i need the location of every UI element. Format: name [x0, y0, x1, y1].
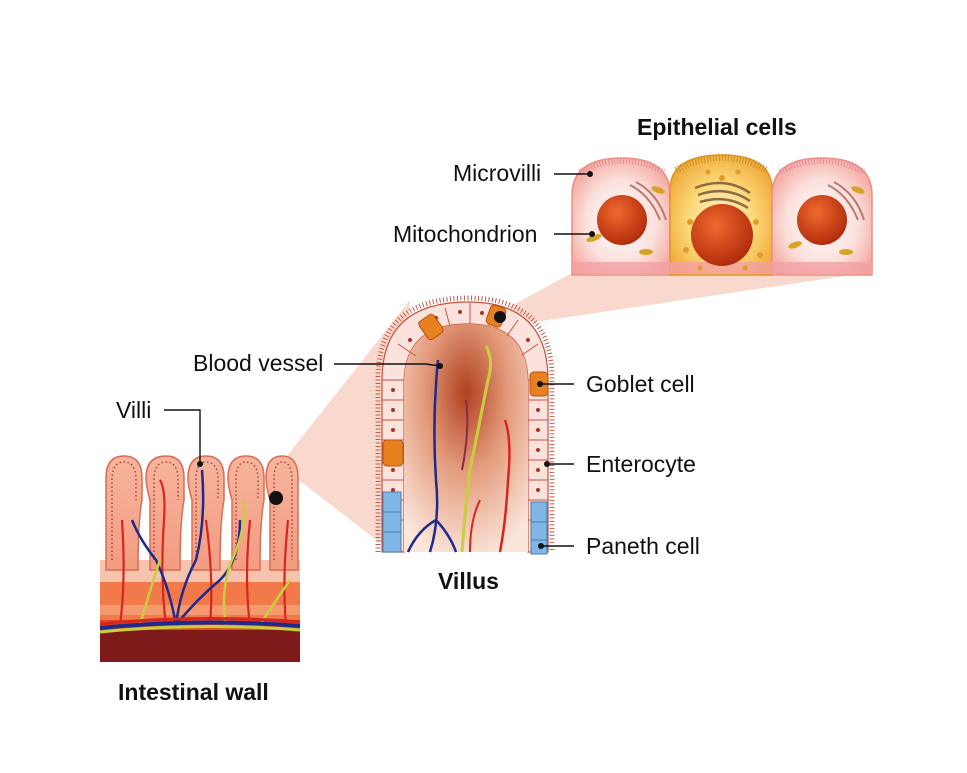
intestinal-wall-illustration: [99, 455, 301, 662]
mitochondrion-icon: [586, 234, 602, 242]
title-villus: Villus: [438, 568, 499, 594]
villus-nerve: [460, 345, 493, 553]
title-intestinal-wall: Intestinal wall: [118, 679, 269, 705]
label-mitochondrion: Mitochondrion: [393, 221, 538, 247]
label-enterocyte: Enterocyte: [586, 451, 696, 477]
microvilli-brush-right: [778, 158, 866, 175]
villus-tip-marker: [494, 311, 506, 323]
zoom-connector-epithelial: [496, 272, 872, 326]
epithelial-cells-panel: [571, 154, 873, 276]
villus-brush-border: [375, 295, 555, 552]
label-goblet-cell: Goblet cell: [586, 371, 695, 397]
nucleus-left: [597, 195, 647, 245]
villus-vein: [428, 359, 440, 553]
microvilli-brush-left: [578, 158, 666, 175]
microvilli-brush-middle: [674, 154, 768, 174]
label-blood-vessel: Blood vessel: [193, 350, 324, 376]
nucleus-middle: [691, 204, 753, 266]
label-paneth-cell: Paneth cell: [586, 533, 700, 559]
nucleus-right: [797, 195, 847, 245]
title-epithelial-cells: Epithelial cells: [637, 114, 797, 140]
villus-illustration: [375, 295, 555, 555]
intestinal-wall-base: [100, 630, 300, 662]
epithelial-base: [572, 262, 872, 274]
label-villi: Villi: [116, 397, 152, 423]
label-microvilli: Microvilli: [453, 160, 542, 186]
villus-artery: [498, 419, 511, 553]
villus-selection-marker: [269, 491, 283, 505]
leader-dots: [197, 171, 595, 549]
leader-lines: [164, 173, 592, 547]
paneth-cells: [382, 491, 548, 555]
